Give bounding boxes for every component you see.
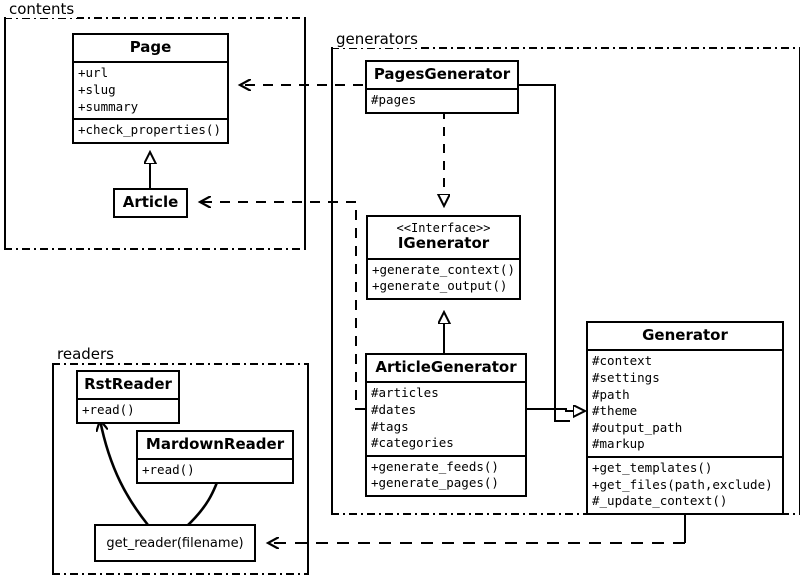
class-rst-reader-name: RstReader [84, 375, 172, 393]
attribute: #markup [592, 436, 645, 452]
class-article-name: Article [122, 193, 179, 211]
method: +generate_output() [372, 278, 508, 294]
class-igenerator-name: <<Interface>> IGenerator [368, 217, 519, 258]
method: +generate_pages() [371, 475, 499, 491]
class-generator-name: Generator [642, 326, 728, 344]
attribute: +summary [78, 98, 139, 114]
method: +generate_context() [372, 261, 515, 277]
attribute: #theme [592, 403, 638, 419]
class-rst-reader-methods: +read() [78, 398, 178, 422]
class-generator[interactable]: Generator #context #settings #path #them… [586, 321, 784, 515]
method: +get_files(path,exclude) [592, 476, 773, 492]
class-page-methods: +check_properties() [74, 118, 227, 142]
class-article-generator-name: ArticleGenerator [375, 358, 517, 376]
class-article[interactable]: Article [113, 188, 188, 219]
class-page[interactable]: Page +url +slug +summary +check_properti… [72, 33, 229, 144]
attribute: #output_path [592, 419, 683, 435]
method: +read() [142, 462, 195, 478]
method: +check_properties() [78, 122, 221, 138]
package-readers-label: readers [54, 345, 117, 363]
class-article-generator-attributes: #articles #dates #tags #categories [367, 381, 525, 455]
attribute: #pages [371, 92, 417, 108]
attribute: #dates [371, 401, 417, 417]
function-get-reader-label: get_reader(filename) [106, 535, 244, 551]
attribute: #context [592, 353, 653, 369]
class-igenerator-methods: +generate_context() +generate_output() [368, 257, 519, 298]
class-pages-generator[interactable]: PagesGenerator #pages [365, 60, 519, 114]
package-generators-label: generators [333, 30, 421, 48]
class-rst-reader[interactable]: RstReader +read() [76, 370, 180, 424]
attribute: #articles [371, 385, 439, 401]
attribute: #categories [371, 435, 454, 451]
class-mardown-reader-methods: +read() [138, 458, 292, 482]
class-igenerator-title: IGenerator [397, 234, 490, 253]
attribute: +slug [78, 81, 116, 97]
attribute: #path [592, 386, 630, 402]
method: +read() [82, 402, 135, 418]
class-igenerator-stereotype: <<Interface>> [396, 221, 491, 235]
method: +generate_feeds() [371, 458, 499, 474]
method: +get_templates() [592, 460, 713, 475]
class-pages-generator-attributes: #pages [367, 88, 517, 112]
attribute: +url [78, 65, 109, 81]
class-article-generator-methods: +generate_feeds() +generate_pages() [367, 454, 525, 495]
class-mardown-reader-name: MardownReader [145, 435, 285, 453]
class-generator-attributes: #context #settings #path #theme #output_… [588, 349, 782, 456]
class-generator-methods: +get_templates() +get_files(path,exclude… [588, 456, 782, 513]
package-contents-label: contents [6, 0, 78, 18]
class-article-generator[interactable]: ArticleGenerator #articles #dates #tags … [365, 353, 527, 497]
attribute: #settings [592, 369, 660, 385]
method: #_update_context() [592, 493, 728, 509]
class-mardown-reader[interactable]: MardownReader +read() [136, 430, 294, 484]
attribute: #tags [371, 418, 409, 434]
function-get-reader[interactable]: get_reader(filename) [94, 524, 256, 562]
class-pages-generator-name: PagesGenerator [373, 65, 511, 83]
class-igenerator[interactable]: <<Interface>> IGenerator +generate_conte… [366, 215, 521, 300]
class-page-attributes: +url +slug +summary [74, 61, 227, 118]
class-page-name: Page [129, 38, 172, 56]
